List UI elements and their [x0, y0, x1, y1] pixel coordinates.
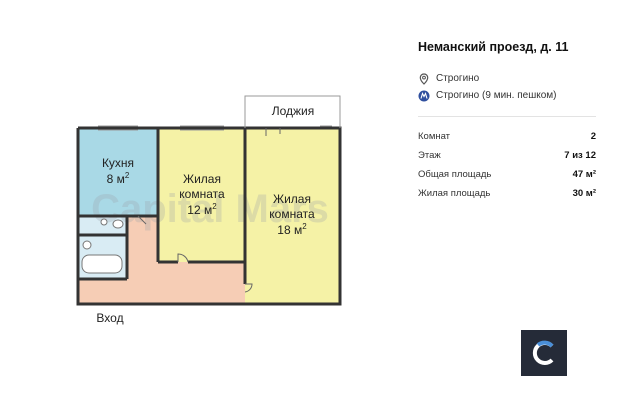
living-room-2-area: 18 м2 [277, 222, 307, 237]
loggia-label: Лоджия [272, 104, 315, 118]
watermark: Capital Mars [91, 187, 329, 231]
location-pin-icon [419, 72, 429, 85]
param-row-living-area: Жилая площадь 30 м² [418, 184, 596, 203]
windows [98, 125, 332, 131]
living-room-2-fill [245, 128, 340, 304]
param-label: Комнат [418, 131, 451, 142]
param-value: 30 м² [572, 188, 596, 199]
param-row-total-area: Общая площадь 47 м² [418, 165, 596, 184]
kitchen-label: Кухня [102, 156, 134, 170]
walls [76, 126, 342, 306]
param-value: 2 [590, 131, 596, 142]
entrance-label: Вход [96, 311, 123, 325]
kitchen-area: 8 м2 [107, 171, 130, 186]
doors [137, 128, 281, 293]
brand-logo[interactable] [521, 330, 567, 376]
param-label: Общая площадь [418, 169, 492, 180]
listing-info: Неманский проезд, д. 11 Строгино Строгин… [418, 40, 596, 203]
param-label: Жилая площадь [418, 188, 491, 199]
bath-fixtures [81, 218, 124, 274]
living-room-1-fill [158, 128, 245, 262]
district-row: Строгино [418, 70, 596, 87]
param-label: Этаж [418, 150, 441, 161]
param-row-rooms: Комнат 2 [418, 127, 596, 146]
param-row-floor: Этаж 7 из 12 [418, 146, 596, 165]
living-room-2-label-line1: Жилая [273, 192, 311, 206]
metro-icon [418, 90, 430, 101]
loggia-outline [244, 95, 341, 128]
living-room-1-label-line1: Жилая [183, 172, 221, 186]
floor-plan: Capital Mars Лоджия К [76, 95, 342, 325]
living-room-1-area: 12 м2 [187, 202, 217, 217]
param-value: 7 из 12 [564, 150, 596, 161]
district-name: Строгино [436, 73, 480, 84]
brand-logo-icon [532, 340, 554, 365]
living-room-1-label-line2: комната [179, 187, 225, 201]
divider [418, 116, 596, 117]
metro-station: Строгино (9 мин. пешком) [436, 90, 557, 101]
loggia-fill [245, 96, 340, 128]
metro-row: Строгино (9 мин. пешком) [418, 87, 596, 104]
param-value: 47 м² [572, 169, 596, 180]
listing-address: Неманский проезд, д. 11 [418, 40, 569, 54]
kitchen-fill [78, 128, 158, 216]
living-room-2-label-line2: комната [269, 207, 315, 221]
